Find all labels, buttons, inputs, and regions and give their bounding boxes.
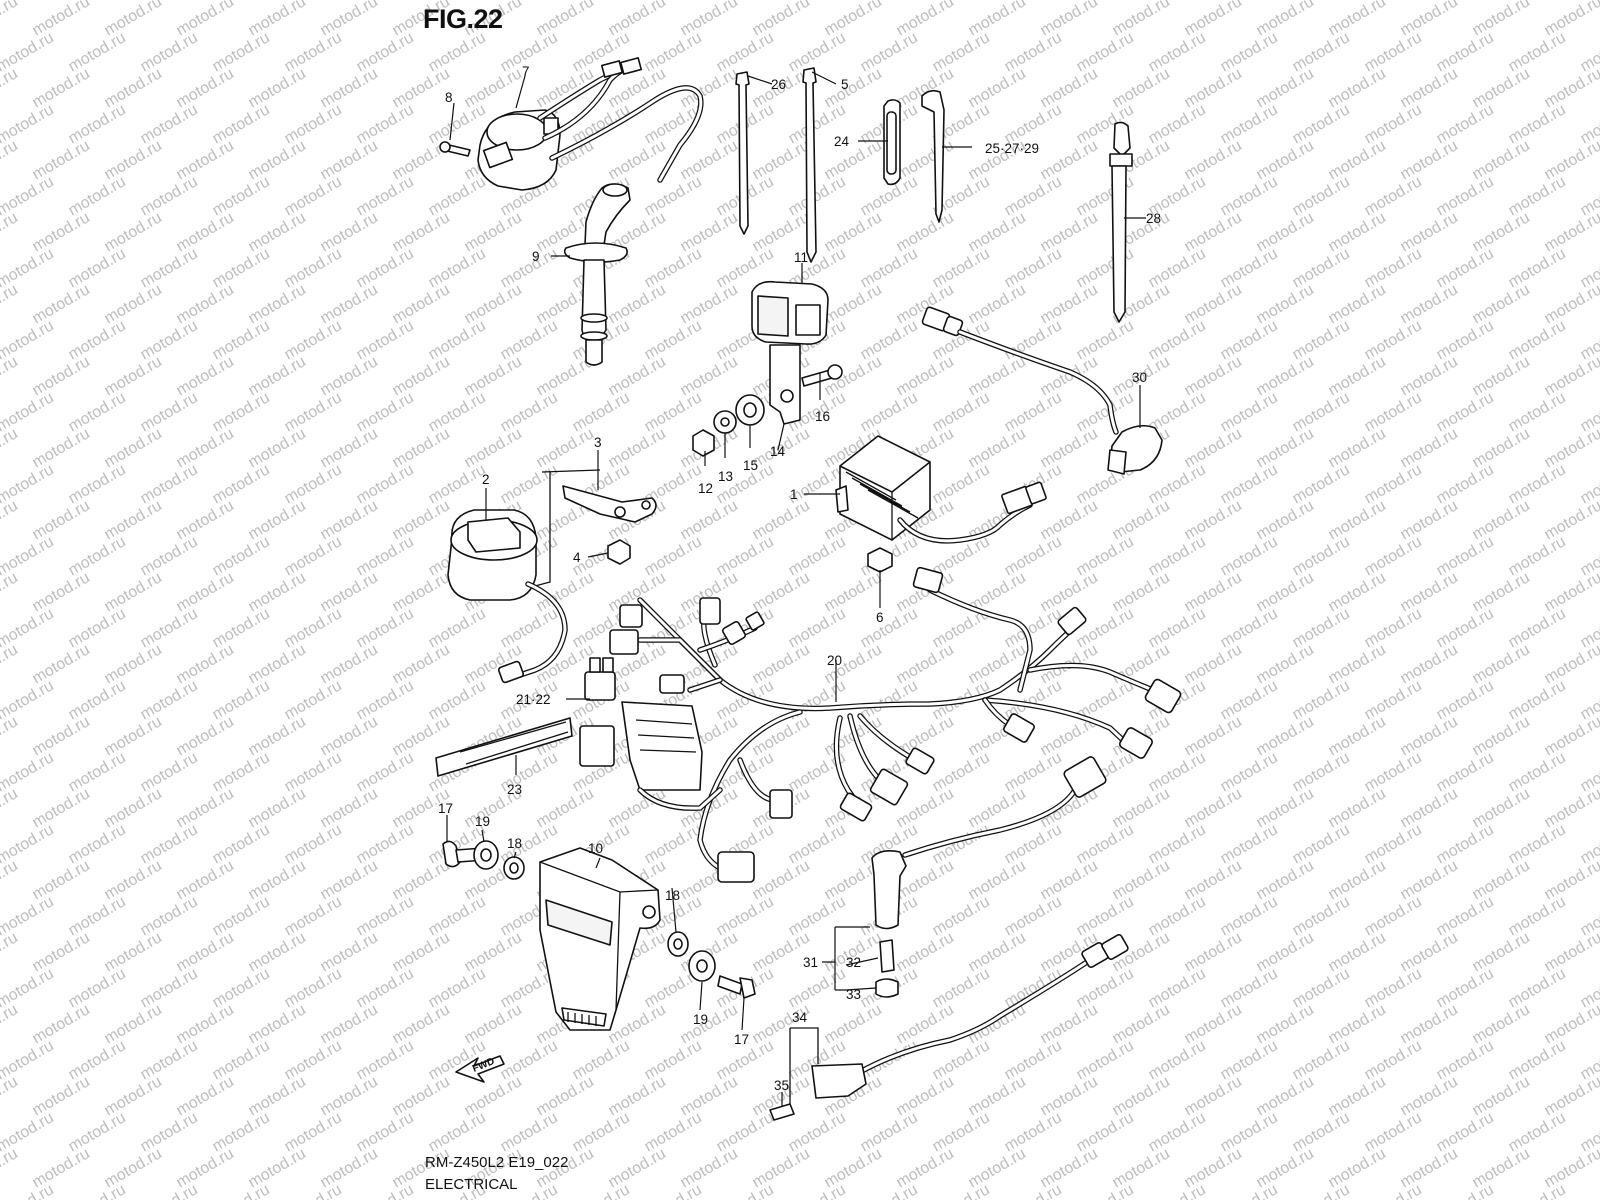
model-code: RM-Z450L2 E19_022	[425, 1154, 569, 1171]
callout-32: 32	[846, 955, 861, 970]
callout-16: 16	[815, 409, 830, 424]
spark-plug-cap-part	[563, 183, 631, 366]
callout-2: 2	[482, 472, 490, 487]
callout-18-left: 18	[507, 836, 522, 851]
condenser-part	[447, 509, 568, 684]
callout-14: 14	[770, 444, 786, 459]
forward-direction-arrow: FWD	[455, 1055, 505, 1083]
tape-part	[435, 717, 573, 777]
relay-part	[751, 280, 843, 425]
callout-4: 4	[573, 550, 581, 565]
callout-35: 35	[774, 1078, 789, 1093]
callout-5: 5	[841, 77, 849, 92]
callout-28: 28	[1146, 211, 1161, 226]
plug-cap-parts	[875, 939, 899, 998]
callout-19-right: 19	[693, 1012, 708, 1027]
cable-tie-parts	[735, 67, 817, 263]
callout-9: 9	[532, 249, 540, 264]
callout-20: 20	[827, 653, 842, 668]
callout-3: 3	[594, 435, 602, 450]
ecu-part	[539, 847, 661, 1031]
sensor-part	[921, 306, 1163, 475]
callout-19-left: 19	[475, 814, 490, 829]
section-name: ELECTRICAL	[425, 1176, 518, 1193]
ignition-coil-part	[439, 57, 704, 191]
callout-13: 13	[718, 469, 733, 484]
grommet-washer-parts	[692, 394, 765, 457]
callout-17-left: 17	[438, 801, 453, 816]
callout-18-right: 18	[665, 888, 680, 903]
figure-title: FIG.22	[423, 4, 503, 34]
long-cable-tie-part	[1109, 121, 1133, 323]
callout-6: 6	[876, 610, 884, 625]
callout-10: 10	[588, 841, 603, 856]
callout-12: 12	[698, 481, 713, 496]
callout-24: 24	[834, 134, 850, 149]
callout-7: 7	[522, 64, 530, 79]
watermark-text: motod.ru	[1578, 0, 1600, 3]
ecu-mount-hardware-right	[667, 931, 756, 999]
bracket-part	[519, 469, 657, 591]
callout-34: 34	[792, 1010, 808, 1025]
regulator-rectifier-part	[835, 435, 1047, 573]
callout-26: 26	[771, 77, 786, 92]
callout-31: 31	[803, 955, 818, 970]
callout-21-22: 21·22	[516, 692, 551, 707]
callout-15: 15	[743, 458, 758, 473]
callout-25-27-29: 25·27·29	[985, 141, 1039, 156]
figure-caption: RM-Z450L2 E19_022 ELECTRICAL	[425, 1152, 568, 1196]
clamp-parts	[883, 89, 945, 223]
callout-23: 23	[507, 782, 522, 797]
callout-1: 1	[790, 487, 798, 502]
callout-8: 8	[445, 90, 453, 105]
callout-33: 33	[846, 987, 861, 1002]
callout-30: 30	[1132, 370, 1147, 385]
callout-17-right: 17	[734, 1032, 749, 1047]
callout-11: 11	[794, 250, 808, 265]
